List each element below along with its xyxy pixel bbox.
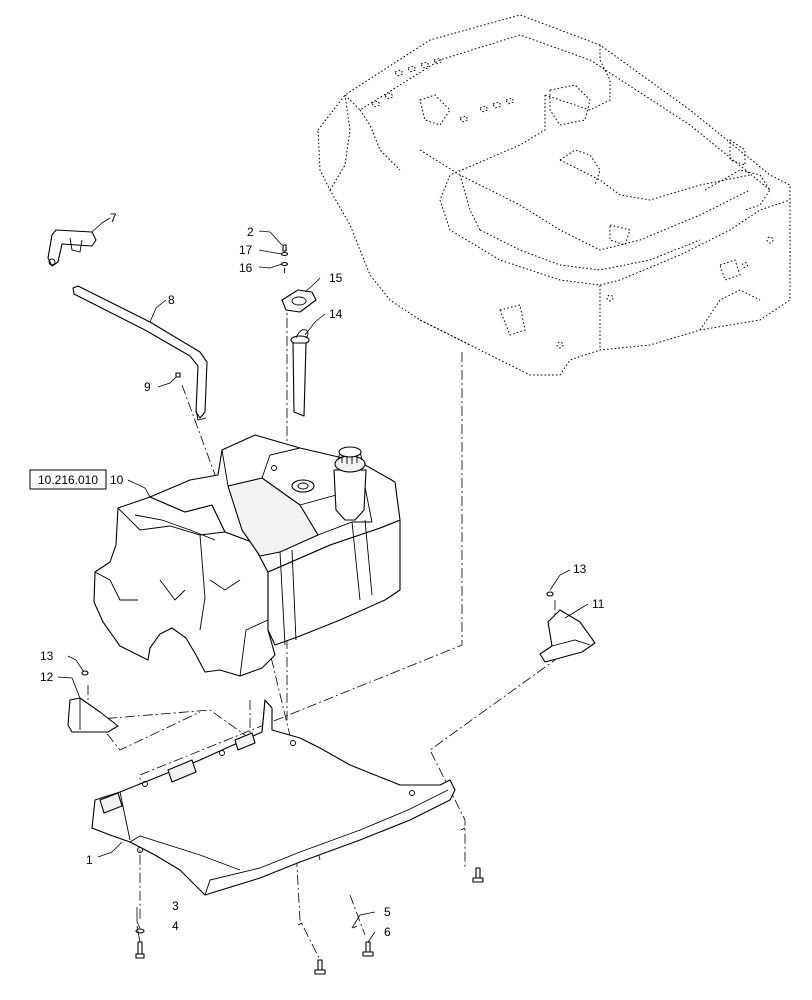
callout-6: 6 [384, 925, 391, 939]
tank-strap [72, 285, 208, 421]
callout-13-right: 13 [573, 562, 587, 576]
fuel-tank [93, 434, 401, 677]
callout-8: 8 [168, 293, 175, 307]
callout-13-left: 13 [40, 649, 54, 663]
callout-14: 14 [329, 307, 343, 321]
callout-2: 2 [247, 225, 254, 239]
callout-labels: 1 2 17 16 3 4 5 6 7 8 9 10 11 12 13 13 1… [40, 211, 605, 939]
callout-11: 11 [592, 597, 605, 611]
chassis-frame-phantom [317, 14, 791, 376]
callout-16: 16 [239, 261, 253, 275]
callout-10: 10 [110, 473, 124, 487]
callout-17: 17 [239, 243, 253, 257]
sender-gasket [281, 289, 317, 313]
reference-box-label: 10.216.010 [38, 473, 98, 487]
callout-9: 9 [144, 380, 151, 394]
callout-15: 15 [329, 271, 343, 285]
strap-bracket [47, 229, 97, 267]
reference-box[interactable]: 10.216.010 [29, 469, 107, 490]
skid-plate [91, 699, 456, 896]
bracket-left [67, 697, 119, 733]
callout-4: 4 [172, 919, 179, 933]
callout-7: 7 [110, 211, 117, 225]
callout-3: 3 [172, 899, 179, 913]
callout-5: 5 [384, 905, 391, 919]
callout-1: 1 [86, 853, 93, 867]
fasteners [81, 244, 554, 975]
leader-lines [57, 217, 589, 943]
callout-12: 12 [40, 670, 54, 684]
bracket-right [539, 609, 596, 663]
fuel-sender [290, 329, 310, 417]
